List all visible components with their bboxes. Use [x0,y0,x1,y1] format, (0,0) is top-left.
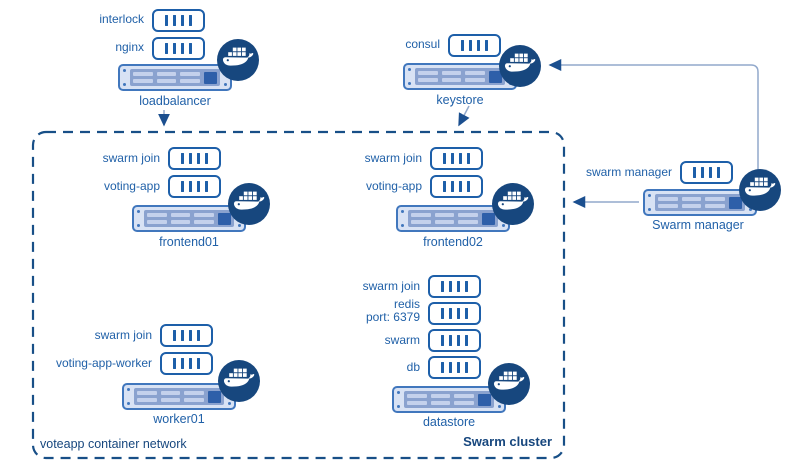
container-label-swarm: swarm [384,333,420,347]
container-label-voting-app-worker: voting-app-worker [55,356,152,370]
server-icon [118,64,232,91]
container-label-swarm-join: swarm join [94,328,152,342]
container-label-interlock: interlock [99,12,144,26]
container-label-swarm-join: swarm join [102,151,160,165]
docker-whale-icon [217,39,259,81]
server-icon [396,205,510,232]
container-icon [152,9,205,32]
container-label-db: db [406,360,420,374]
server-icon [403,63,517,90]
node-name-frontend02: frontend02 [423,235,483,249]
container-icon [160,324,213,347]
container-icon [160,352,213,375]
container-label-voting-app: voting-app [103,179,160,193]
arrow-swarm-manager-to-keystore [548,59,759,172]
container-icon [448,34,501,57]
node-name-worker01: worker01 [153,412,205,426]
swarm-cluster-caption: Swarm cluster [463,434,552,449]
container-icon [430,175,483,198]
node-name-datastore: datastore [422,415,476,429]
container-label-consul: consul [405,37,440,51]
container-icon [168,175,221,198]
node-name-keystore: keystore [436,93,484,107]
arrow-keystore-to-cluster [458,105,470,127]
docker-whale-icon [492,183,534,225]
docker-whale-icon [228,183,270,225]
container-icon [680,161,733,184]
container-label-redis: redis port: 6379 [308,298,420,324]
node-name-swarm-manager: Swarm manager [652,218,744,232]
container-label-voting-app: voting-app [365,179,422,193]
container-icon [430,147,483,170]
network-caption: voteapp container network [40,437,187,451]
docker-whale-icon [488,363,530,405]
server-icon [643,189,757,216]
container-icon [152,37,205,60]
container-label-redis-line1: redis [393,297,420,311]
container-label-swarm-join: swarm join [362,279,420,293]
container-label-swarm-join: swarm join [364,151,422,165]
node-name-frontend01: frontend01 [159,235,219,249]
container-label-swarm-manager: swarm manager [585,165,672,179]
docker-whale-icon [218,360,260,402]
container-icon [168,147,221,170]
container-label-redis-line2: port: 6379 [365,310,420,324]
server-icon [132,205,246,232]
docker-whale-icon [499,45,541,87]
container-icon [428,329,481,352]
server-icon [392,386,506,413]
container-label-nginx: nginx [115,40,144,54]
docker-whale-icon [739,169,781,211]
node-name-loadbalancer: loadbalancer [139,94,211,108]
container-icon [428,275,481,298]
container-icon [428,302,481,325]
container-icon [428,356,481,379]
